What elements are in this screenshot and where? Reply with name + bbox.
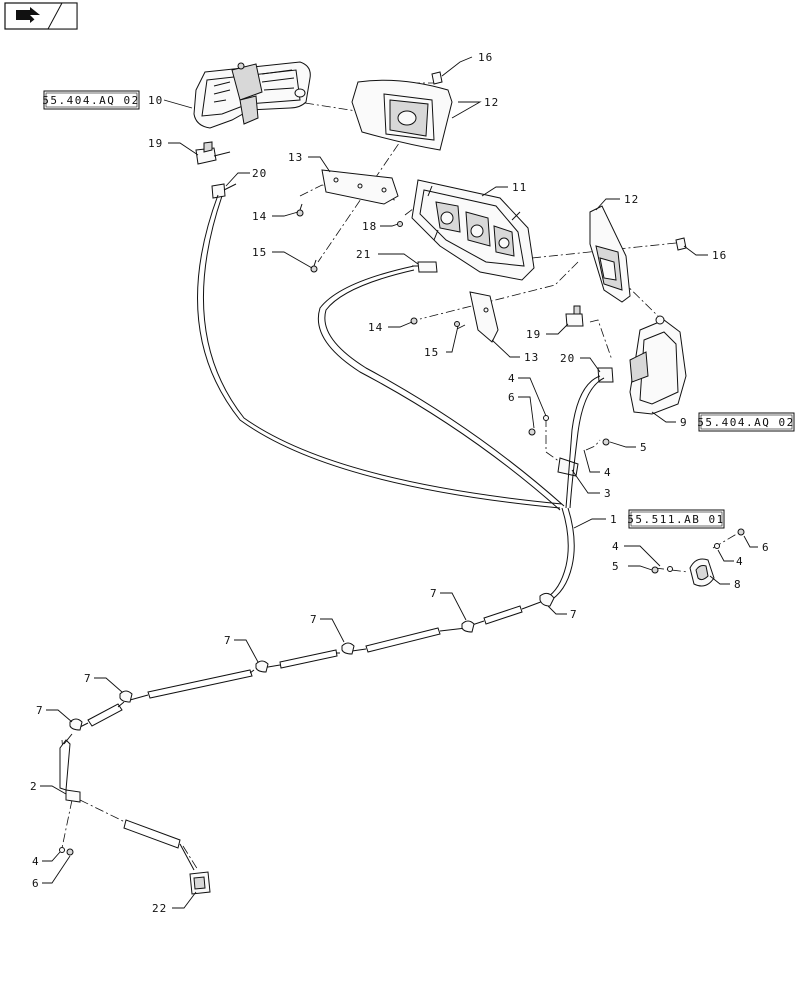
callout-4-horn-left: 4 <box>612 540 620 553</box>
callout-13-left: 13 <box>288 151 303 164</box>
callout-7-d: 7 <box>224 634 232 647</box>
light-mounting-bracket-right[interactable] <box>589 205 631 303</box>
callout-leader-lines <box>40 56 758 909</box>
nut-6-center[interactable] <box>528 428 536 436</box>
light-mounting-bracket-top[interactable] <box>351 79 453 151</box>
connector-21[interactable] <box>412 261 438 273</box>
callout-2: 2 <box>30 780 38 793</box>
harness-conduit-segments <box>59 599 547 871</box>
headlamp-housing-main[interactable] <box>411 179 535 281</box>
nut-6-horn[interactable] <box>737 528 745 536</box>
ref-box-left-light[interactable]: 55.404.AQ 02 <box>42 90 140 110</box>
callout-4-horn-right: 4 <box>736 555 744 568</box>
callout-5-horn: 5 <box>612 560 620 573</box>
clip-right[interactable] <box>675 237 687 251</box>
callout-18: 18 <box>362 220 377 233</box>
washer-4-horn-right[interactable] <box>714 543 720 549</box>
end-connector-22[interactable] <box>189 871 211 895</box>
ref-box-right-light[interactable]: 55.404.AQ 02 <box>697 412 795 432</box>
callout-4-right: 4 <box>604 466 612 479</box>
bulb-left[interactable] <box>195 141 231 165</box>
screw-4-center[interactable] <box>543 415 549 421</box>
callout-12-right: 12 <box>624 193 639 206</box>
callout-16-top: 16 <box>478 51 493 64</box>
callout-7-b: 7 <box>570 608 578 621</box>
callout-14-right: 14 <box>368 321 383 334</box>
harness-clamp-2[interactable] <box>65 789 81 803</box>
callout-7-c: 7 <box>310 613 318 626</box>
callout-14-left: 14 <box>252 210 267 223</box>
callout-labels: 10 12 16 19 20 13 14 15 18 11 21 12 16 1… <box>30 51 770 915</box>
callout-1: 1 <box>610 513 618 526</box>
cover-plate-right[interactable] <box>469 291 499 343</box>
screw-18[interactable] <box>397 221 403 227</box>
callout-4-center: 4 <box>508 372 516 385</box>
callout-10: 10 <box>148 94 163 107</box>
washer-4-lower[interactable] <box>59 847 65 853</box>
callout-16-right: 16 <box>712 249 727 262</box>
left-work-light-assembly[interactable] <box>193 61 311 129</box>
screw-14-right[interactable] <box>410 317 418 325</box>
callout-8: 8 <box>734 578 742 591</box>
cover-plate-left[interactable] <box>321 169 399 205</box>
bolt-5-right[interactable] <box>602 438 610 446</box>
callout-12-top: 12 <box>484 96 499 109</box>
screw-15-right[interactable] <box>454 321 460 327</box>
nut-6-lower[interactable] <box>66 848 74 856</box>
callout-6-center: 6 <box>508 391 516 404</box>
callout-13-right: 13 <box>524 351 539 364</box>
callout-20-left: 20 <box>252 167 267 180</box>
svg-text:55.404.AQ 02: 55.404.AQ 02 <box>697 416 794 429</box>
callout-6-lower: 6 <box>32 877 40 890</box>
right-work-light-assembly[interactable] <box>629 315 687 415</box>
callout-15-right: 15 <box>424 346 439 359</box>
screw-14-left[interactable] <box>296 203 304 217</box>
horn-buzzer-8[interactable] <box>689 558 715 587</box>
callout-19-left: 19 <box>148 137 163 150</box>
callout-15-left: 15 <box>252 246 267 259</box>
connector-left[interactable] <box>211 183 237 199</box>
callout-9: 9 <box>680 416 688 429</box>
callout-4-lower: 4 <box>32 855 40 868</box>
washer-4-horn-left[interactable] <box>667 566 673 572</box>
screw-15-left[interactable] <box>310 259 318 273</box>
next-page-arrow-icon[interactable] <box>4 2 78 30</box>
harness-clips-7[interactable] <box>69 592 555 731</box>
callout-6-horn: 6 <box>762 541 770 554</box>
callout-7-f: 7 <box>36 704 44 717</box>
bolt-5-horn[interactable] <box>651 566 659 574</box>
bulb-right[interactable] <box>565 305 584 327</box>
connector-right[interactable] <box>597 367 614 383</box>
svg-text:55.404.AQ 02: 55.404.AQ 02 <box>42 94 139 107</box>
callout-19-right: 19 <box>526 328 541 341</box>
wire-harness-1[interactable] <box>197 194 605 603</box>
clip-top[interactable] <box>431 71 443 85</box>
callout-20-right: 20 <box>560 352 575 365</box>
callout-5-right: 5 <box>640 441 648 454</box>
callout-22: 22 <box>152 902 167 915</box>
callout-7-e: 7 <box>84 672 92 685</box>
svg-text:55.511.AB 01: 55.511.AB 01 <box>627 513 724 526</box>
callout-3: 3 <box>604 487 612 500</box>
callout-11: 11 <box>512 181 527 194</box>
callout-7-a: 7 <box>430 587 438 600</box>
callout-21: 21 <box>356 248 371 261</box>
ref-box-harness[interactable]: 55.511.AB 01 <box>627 509 725 529</box>
